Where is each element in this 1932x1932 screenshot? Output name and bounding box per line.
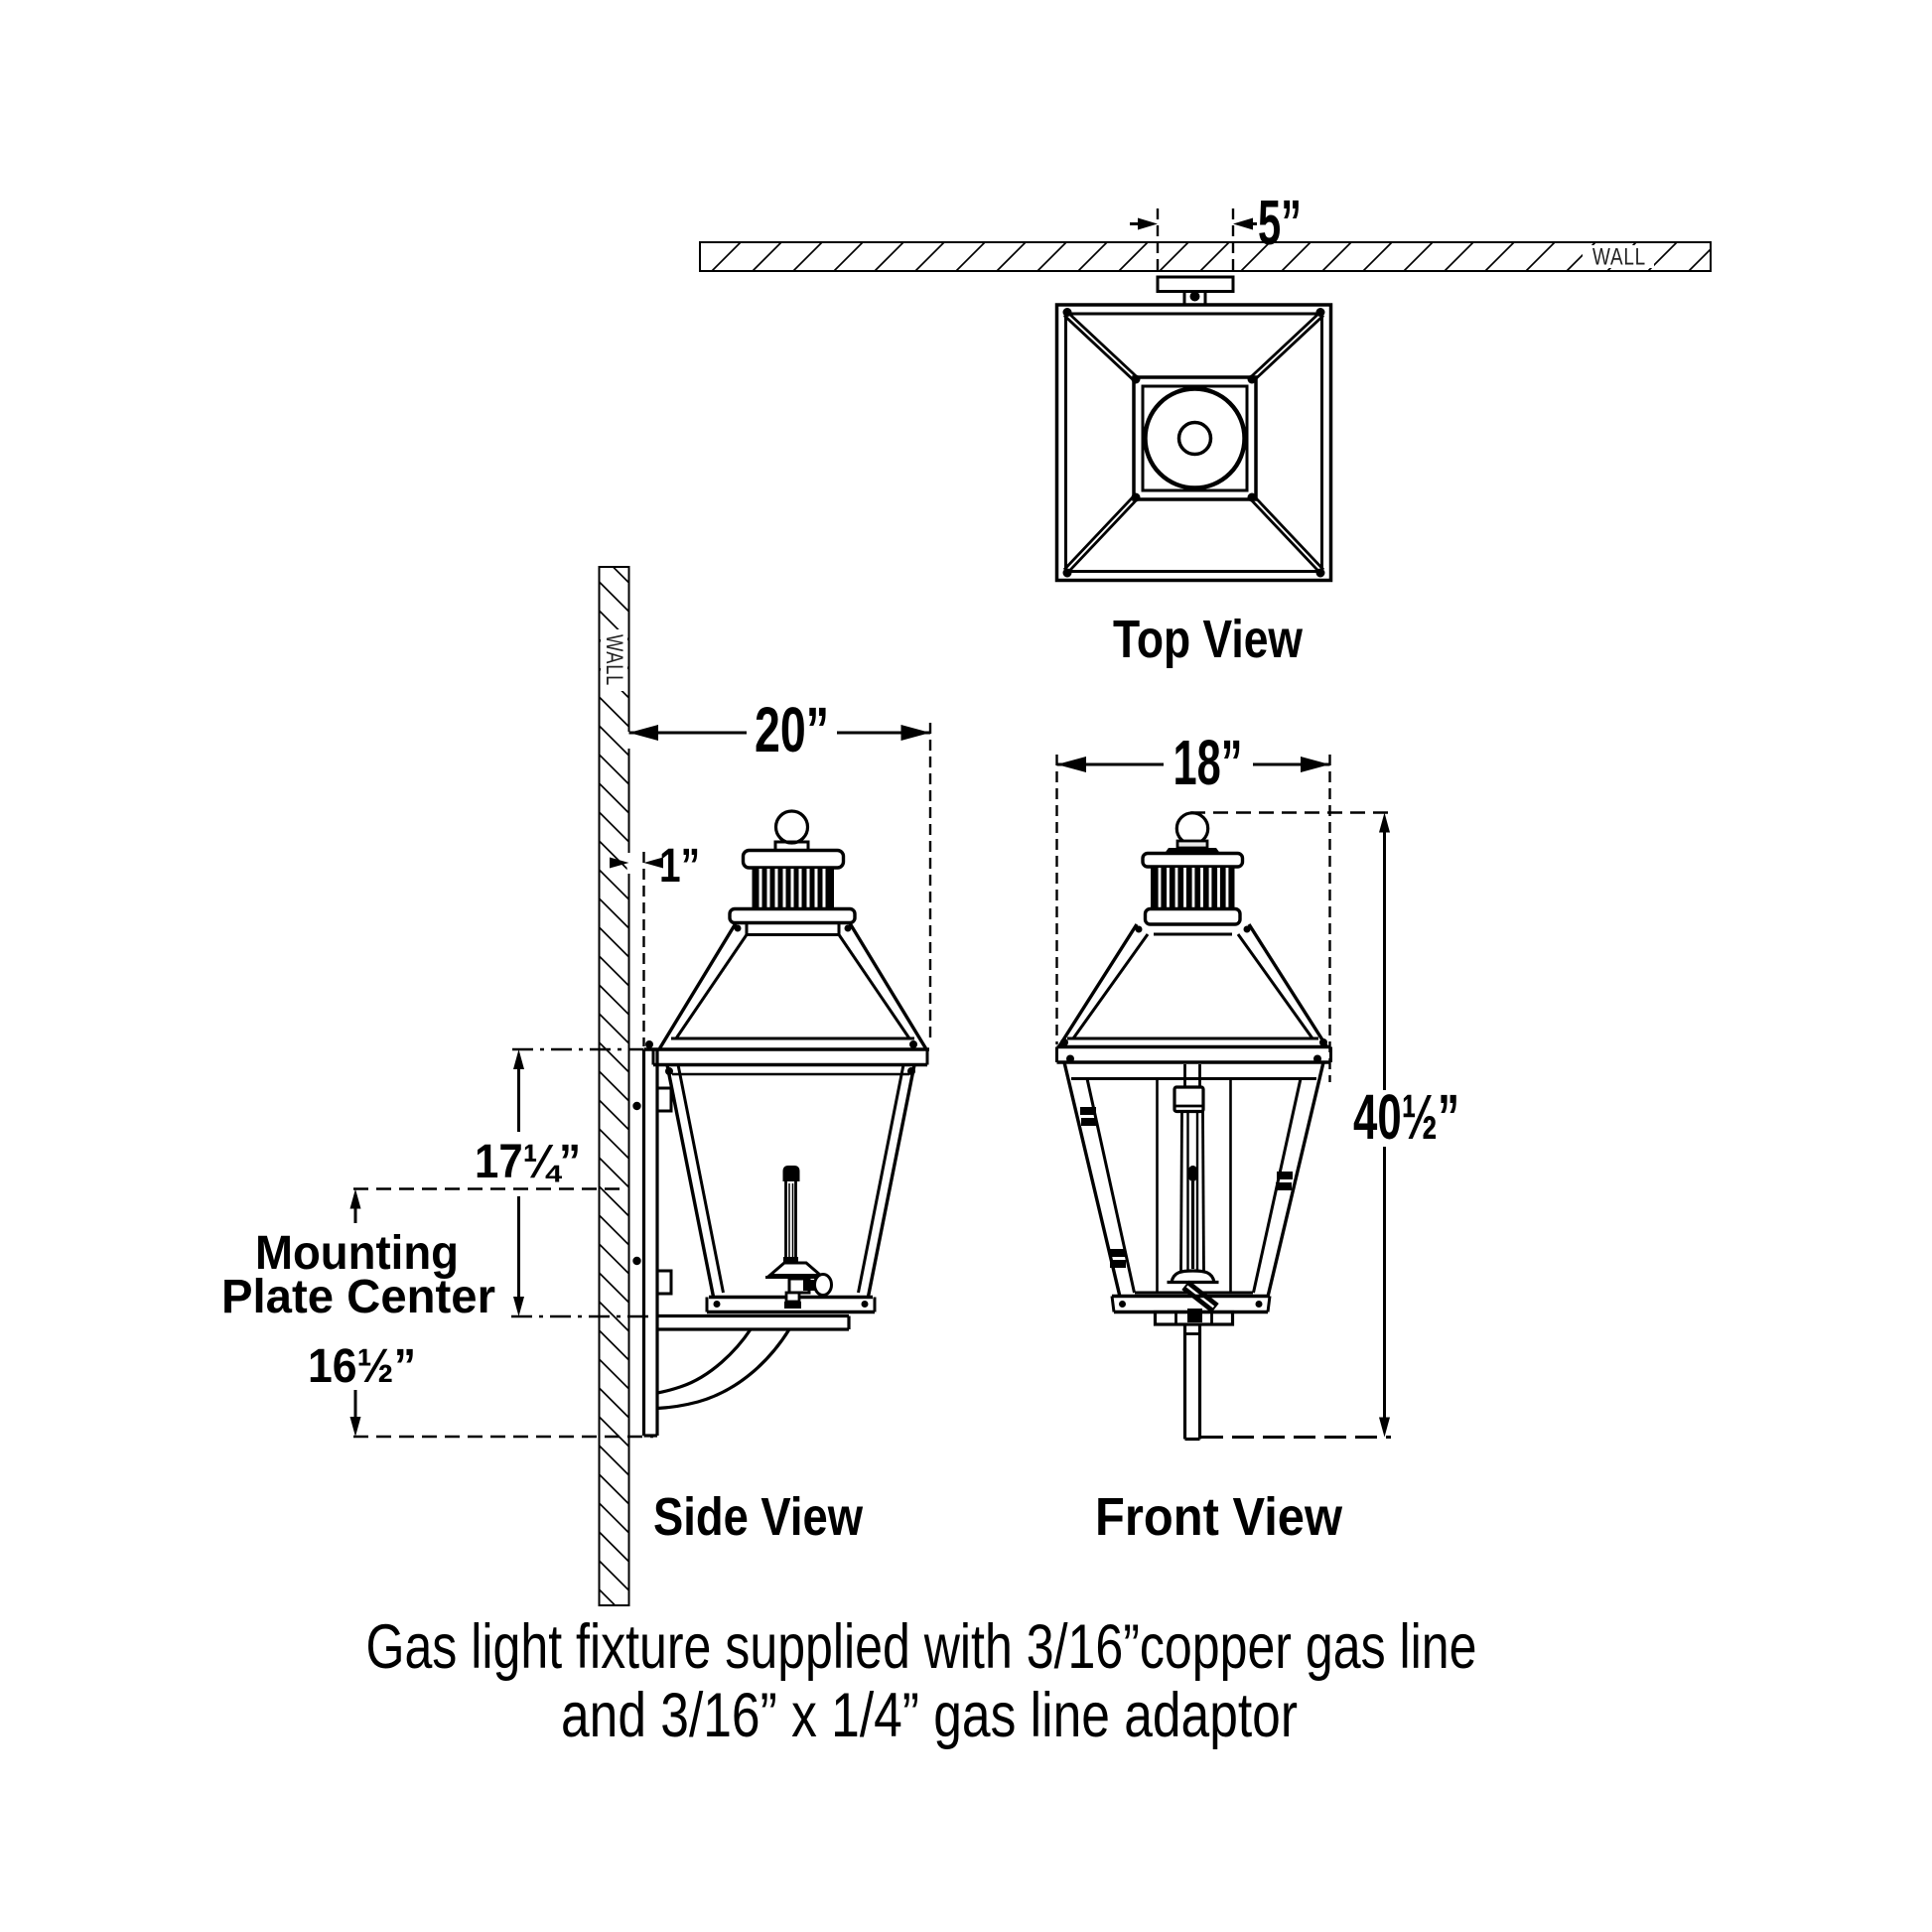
svg-text:1”: 1” (659, 840, 700, 893)
svg-text:Front View: Front View (1095, 1487, 1343, 1547)
svg-text:Gas light fixture supplied wit: Gas light fixture supplied with 3/16”cop… (366, 1612, 1477, 1682)
svg-text:17¼”: 17¼” (475, 1136, 581, 1188)
svg-text:Side View: Side View (653, 1487, 864, 1547)
svg-text:WALL: WALL (601, 634, 627, 686)
svg-text:40½”: 40½” (1353, 1081, 1459, 1153)
svg-text:Top View: Top View (1113, 610, 1304, 669)
svg-text:16½”: 16½” (308, 1340, 416, 1393)
svg-text:Mounting: Mounting (255, 1227, 459, 1280)
svg-text:5”: 5” (1258, 187, 1302, 258)
svg-text:Plate Center: Plate Center (221, 1271, 495, 1323)
svg-text:18”: 18” (1173, 727, 1243, 798)
svg-text:WALL: WALL (1592, 244, 1646, 271)
svg-text:20”: 20” (755, 694, 829, 765)
svg-text:and 3/16” x 1/4” gas line adap: and 3/16” x 1/4” gas line adaptor (561, 1681, 1298, 1750)
